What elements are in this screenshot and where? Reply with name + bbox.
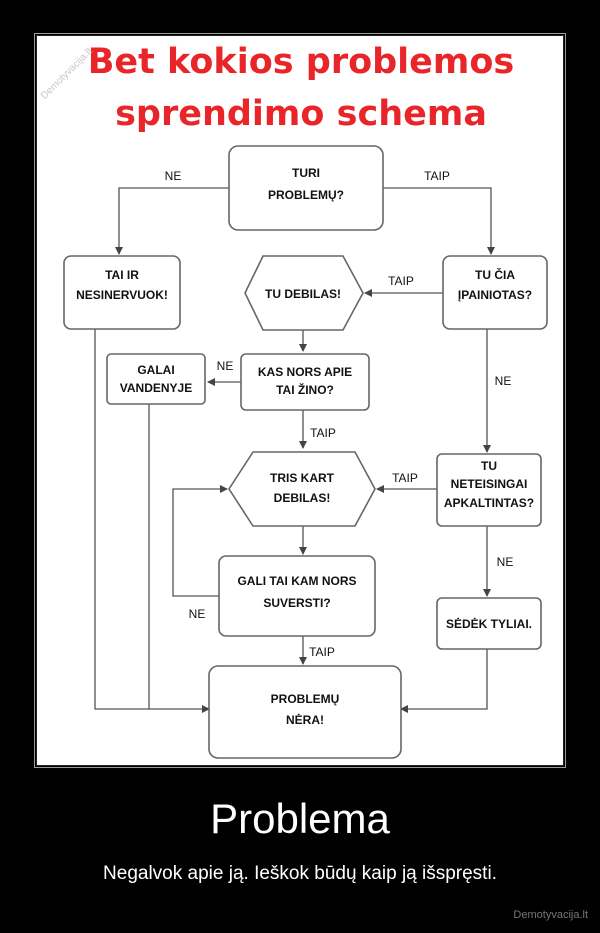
caption-title: Problema	[210, 795, 390, 842]
edge-start-involved	[383, 187, 495, 255]
node-blamed: TU NETEISINGAI APKALTINTAS?	[436, 453, 542, 527]
svg-text:TU: TU	[481, 459, 497, 473]
diagram-title: Bet kokios problemos sprendimo schema	[37, 36, 565, 140]
edge-label-knows-yes: TAIP	[310, 426, 336, 440]
edge-labels: NE TAIP TAIP NE NE TAIP TAIP NE NE TAIP	[165, 169, 514, 659]
node-involved: TU ČIA ĮPAINIOTAS?	[442, 255, 548, 330]
edge-sit-noproblem	[400, 649, 488, 713]
node-canal: GALAI VANDENYJE	[106, 353, 206, 405]
svg-text:TAI IR: TAI IR	[105, 268, 139, 282]
node-idiot: TU DEBILAS!	[244, 255, 364, 331]
svg-text:GALAI: GALAI	[137, 363, 174, 377]
node-blame-others: GALI TAI KAM NORS SUVERSTI?	[218, 555, 376, 637]
node-sit-quiet: SĖDĖK TYLIAI.	[436, 597, 542, 650]
node-anyone-knows: KAS NORS APIE TAI ŽINO?	[240, 353, 370, 411]
svg-text:ĮPAINIOTAS?: ĮPAINIOTAS?	[458, 288, 532, 302]
connectors	[94, 187, 495, 713]
svg-text:NESINERVUOK!: NESINERVUOK!	[76, 288, 168, 302]
node-relax: TAI IR NESINERVUOK!	[63, 255, 181, 330]
edge-label-involved-yes: TAIP	[388, 274, 414, 288]
node-start: TURI PROBLEMŲ?	[228, 145, 384, 231]
svg-text:DEBILAS!: DEBILAS!	[274, 491, 331, 505]
svg-text:TU ČIA: TU ČIA	[475, 267, 515, 282]
svg-text:VANDENYJE: VANDENYJE	[120, 381, 192, 395]
svg-text:NĖRA!: NĖRA!	[286, 712, 324, 727]
edge-label-blamed-yes: TAIP	[392, 471, 418, 485]
caption-subtitle: Negalvok apie ją. Ieškok būdų kaip ją iš…	[103, 863, 497, 884]
edge-label-blamed-no: NE	[497, 555, 514, 569]
edge-label-involved-no: NE	[495, 374, 512, 388]
node-no-problem: PROBLEMŲ NĖRA!	[208, 665, 402, 759]
edge-label-start-yes: TAIP	[424, 169, 450, 183]
flowchart: NE TAIP TAIP NE NE TAIP TAIP NE NE TAIP …	[63, 145, 548, 759]
svg-text:SĖDĖK TYLIAI.: SĖDĖK TYLIAI.	[446, 616, 532, 631]
site-label[interactable]: Demotyvacija.lt	[513, 909, 588, 921]
edge-blame-loop	[172, 485, 228, 597]
edge-label-blame-yes: TAIP	[309, 645, 335, 659]
svg-text:TU DEBILAS!: TU DEBILAS!	[265, 287, 341, 301]
svg-text:KAS NORS APIE: KAS NORS APIE	[258, 365, 352, 379]
svg-text:SUVERSTI?: SUVERSTI?	[263, 596, 330, 610]
node-triple-idiot: TRIS KART DEBILAS!	[228, 451, 376, 527]
edge-start-relax	[115, 187, 229, 255]
edge-label-start-no: NE	[165, 169, 182, 183]
svg-text:TAI ŽINO?: TAI ŽINO?	[276, 382, 334, 397]
edge-relax-noproblem	[94, 329, 210, 713]
edge-label-knows-no: NE	[217, 359, 234, 373]
svg-text:PROBLEMŲ?: PROBLEMŲ?	[268, 188, 344, 202]
svg-text:TRIS KART: TRIS KART	[270, 471, 335, 485]
svg-text:PROBLEMŲ: PROBLEMŲ	[271, 692, 340, 706]
poster-frame: Bet kokios problemos sprendimo schema De…	[34, 33, 566, 768]
title-line-2: sprendimo schema	[115, 94, 487, 134]
edge-label-blame-no: NE	[189, 607, 206, 621]
title-line-1: Bet kokios problemos	[87, 42, 515, 82]
svg-text:APKALTINTAS?: APKALTINTAS?	[444, 496, 534, 510]
svg-text:GALI TAI KAM NORS: GALI TAI KAM NORS	[237, 574, 356, 588]
svg-text:TURI: TURI	[292, 166, 320, 180]
svg-text:NETEISINGAI: NETEISINGAI	[451, 477, 528, 491]
